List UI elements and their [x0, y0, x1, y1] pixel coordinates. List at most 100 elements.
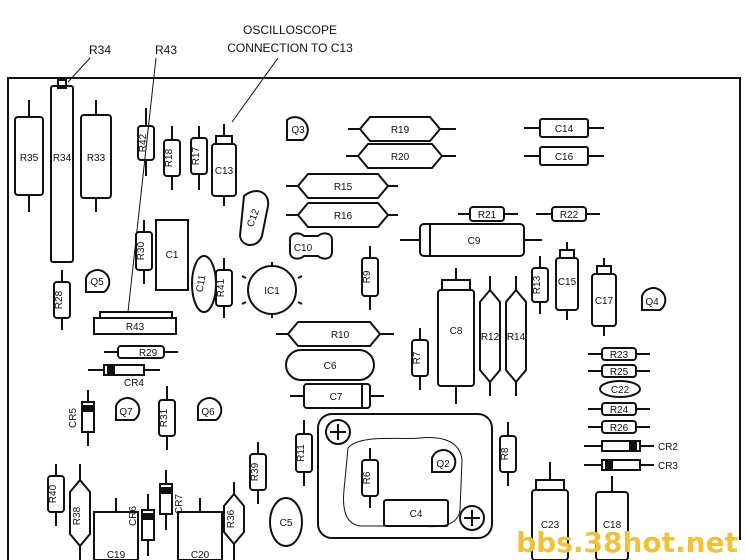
label-r38: R38	[72, 506, 83, 525]
label-c11: C11	[195, 274, 209, 294]
diode-cr5: CR5	[68, 390, 95, 446]
resistor-r11: R11	[295, 420, 313, 486]
label-r16: R16	[334, 211, 353, 222]
diode-cr6: CR6	[128, 494, 155, 556]
label-cr6: CR6	[128, 506, 139, 526]
label-r26: R26	[610, 423, 629, 434]
label-c8: C8	[450, 326, 463, 337]
resistor-r24: R24	[588, 402, 650, 416]
label-r40: R40	[48, 484, 59, 503]
capacitor-c7: C7	[290, 383, 384, 409]
label-c7: C7	[330, 392, 343, 403]
label-c10: C10	[294, 243, 313, 254]
label-c18: C18	[603, 520, 622, 531]
resistor-r17: R17	[190, 126, 208, 190]
resistor-r6: R6	[361, 448, 379, 508]
label-cr2: CR2	[658, 442, 678, 453]
transistor-q4: Q4	[641, 287, 667, 311]
label-r33: R33	[87, 153, 106, 164]
oscilloscope-caption-line1: OSCILLOSCOPE	[243, 23, 337, 37]
resistor-r29: R29	[104, 345, 178, 359]
label-c16: C16	[555, 152, 574, 163]
label-c5: C5	[280, 518, 293, 529]
r43-leader	[127, 57, 157, 313]
label-r22: R22	[560, 210, 579, 221]
resistor-r20: R20	[346, 143, 456, 169]
label-q5: Q5	[90, 277, 104, 288]
label-r15: R15	[334, 182, 353, 193]
label-c14: C14	[555, 124, 574, 135]
label-c13: C13	[215, 166, 234, 177]
ic-ic1: IC1	[241, 262, 303, 318]
label-r29: R29	[139, 348, 158, 359]
r43-callout-label: R43	[155, 43, 177, 57]
capacitor-c23: C23	[531, 462, 569, 560]
transistor-q3: Q3	[286, 116, 309, 141]
capacitor-c11: C11	[191, 255, 217, 313]
label-r7: R7	[412, 351, 423, 364]
label-r34: R34	[53, 153, 72, 164]
label-r25: R25	[610, 367, 629, 378]
label-r6: R6	[362, 471, 373, 484]
resistor-r10: R10	[276, 321, 394, 347]
label-q2: Q2	[436, 459, 450, 470]
resistor-r21: R21	[458, 206, 518, 222]
resistor-r42: R42	[137, 108, 155, 176]
label-r19: R19	[391, 125, 410, 136]
label-c23: C23	[541, 520, 560, 531]
resistor-r30: R30	[135, 220, 153, 284]
resistor-r8: R8	[499, 422, 517, 486]
label-r30: R30	[136, 241, 147, 260]
resistor-r43: R43	[93, 311, 177, 335]
label-r20: R20	[391, 152, 410, 163]
screw-bottom-right	[459, 505, 485, 531]
resistor-r23: R23	[588, 347, 650, 361]
r34-callout-label: R34	[89, 43, 111, 57]
resistor-r38: R38	[69, 464, 91, 560]
label-r17: R17	[191, 146, 202, 165]
resistor-r16: R16	[286, 202, 398, 228]
label-cr5: CR5	[68, 408, 79, 428]
label-r12: R12	[481, 332, 500, 343]
capacitor-c14: C14	[524, 118, 604, 138]
label-r21: R21	[478, 210, 497, 221]
transistor-q2: Q2	[431, 449, 457, 473]
label-r9: R13	[532, 275, 543, 294]
label-r36: R36	[226, 509, 237, 528]
resistor-r25: R25	[588, 364, 650, 378]
capacitor-c20: C20	[177, 498, 223, 560]
label-c15: C15	[558, 277, 577, 288]
label-cr3: CR3	[658, 461, 678, 472]
label-c12: C12	[245, 207, 262, 228]
transistor-q7: Q7	[115, 397, 141, 421]
label-r8: R8	[500, 447, 511, 460]
resistor-r31: R31	[158, 386, 176, 450]
r34-leader	[67, 57, 91, 83]
q2-mount-area	[317, 413, 493, 539]
resistor-r26: R26	[588, 420, 650, 434]
label-c1: C1	[166, 250, 179, 261]
resistor-r34: R34	[50, 79, 74, 263]
resistor-r33: R33	[80, 100, 112, 212]
resistor-r15: R15	[286, 173, 398, 199]
label-cr7: CR7	[174, 494, 185, 514]
diode-cr3: CR3	[584, 459, 678, 472]
resistor-r39: R39	[249, 442, 267, 504]
label-ic1: IC1	[264, 286, 280, 297]
label-r39: R39	[250, 462, 261, 481]
capacitor-c17: C17	[591, 258, 617, 336]
label-r14: R14	[507, 332, 526, 343]
label-c4: C4	[410, 509, 423, 520]
board-outline	[7, 77, 741, 560]
diode-cr4: CR4	[88, 364, 160, 389]
capacitor-c15: C15	[555, 242, 579, 320]
capacitor-c19: C19	[93, 498, 139, 560]
resistor-r9: R13	[531, 256, 549, 314]
label-c17: C17	[595, 296, 614, 307]
label-r41: R9	[362, 270, 373, 283]
label-r11: R11	[296, 444, 307, 462]
resistor-r28: R28	[53, 270, 71, 330]
label-q7: Q7	[119, 407, 133, 418]
capacitor-c9: C9	[400, 223, 542, 257]
